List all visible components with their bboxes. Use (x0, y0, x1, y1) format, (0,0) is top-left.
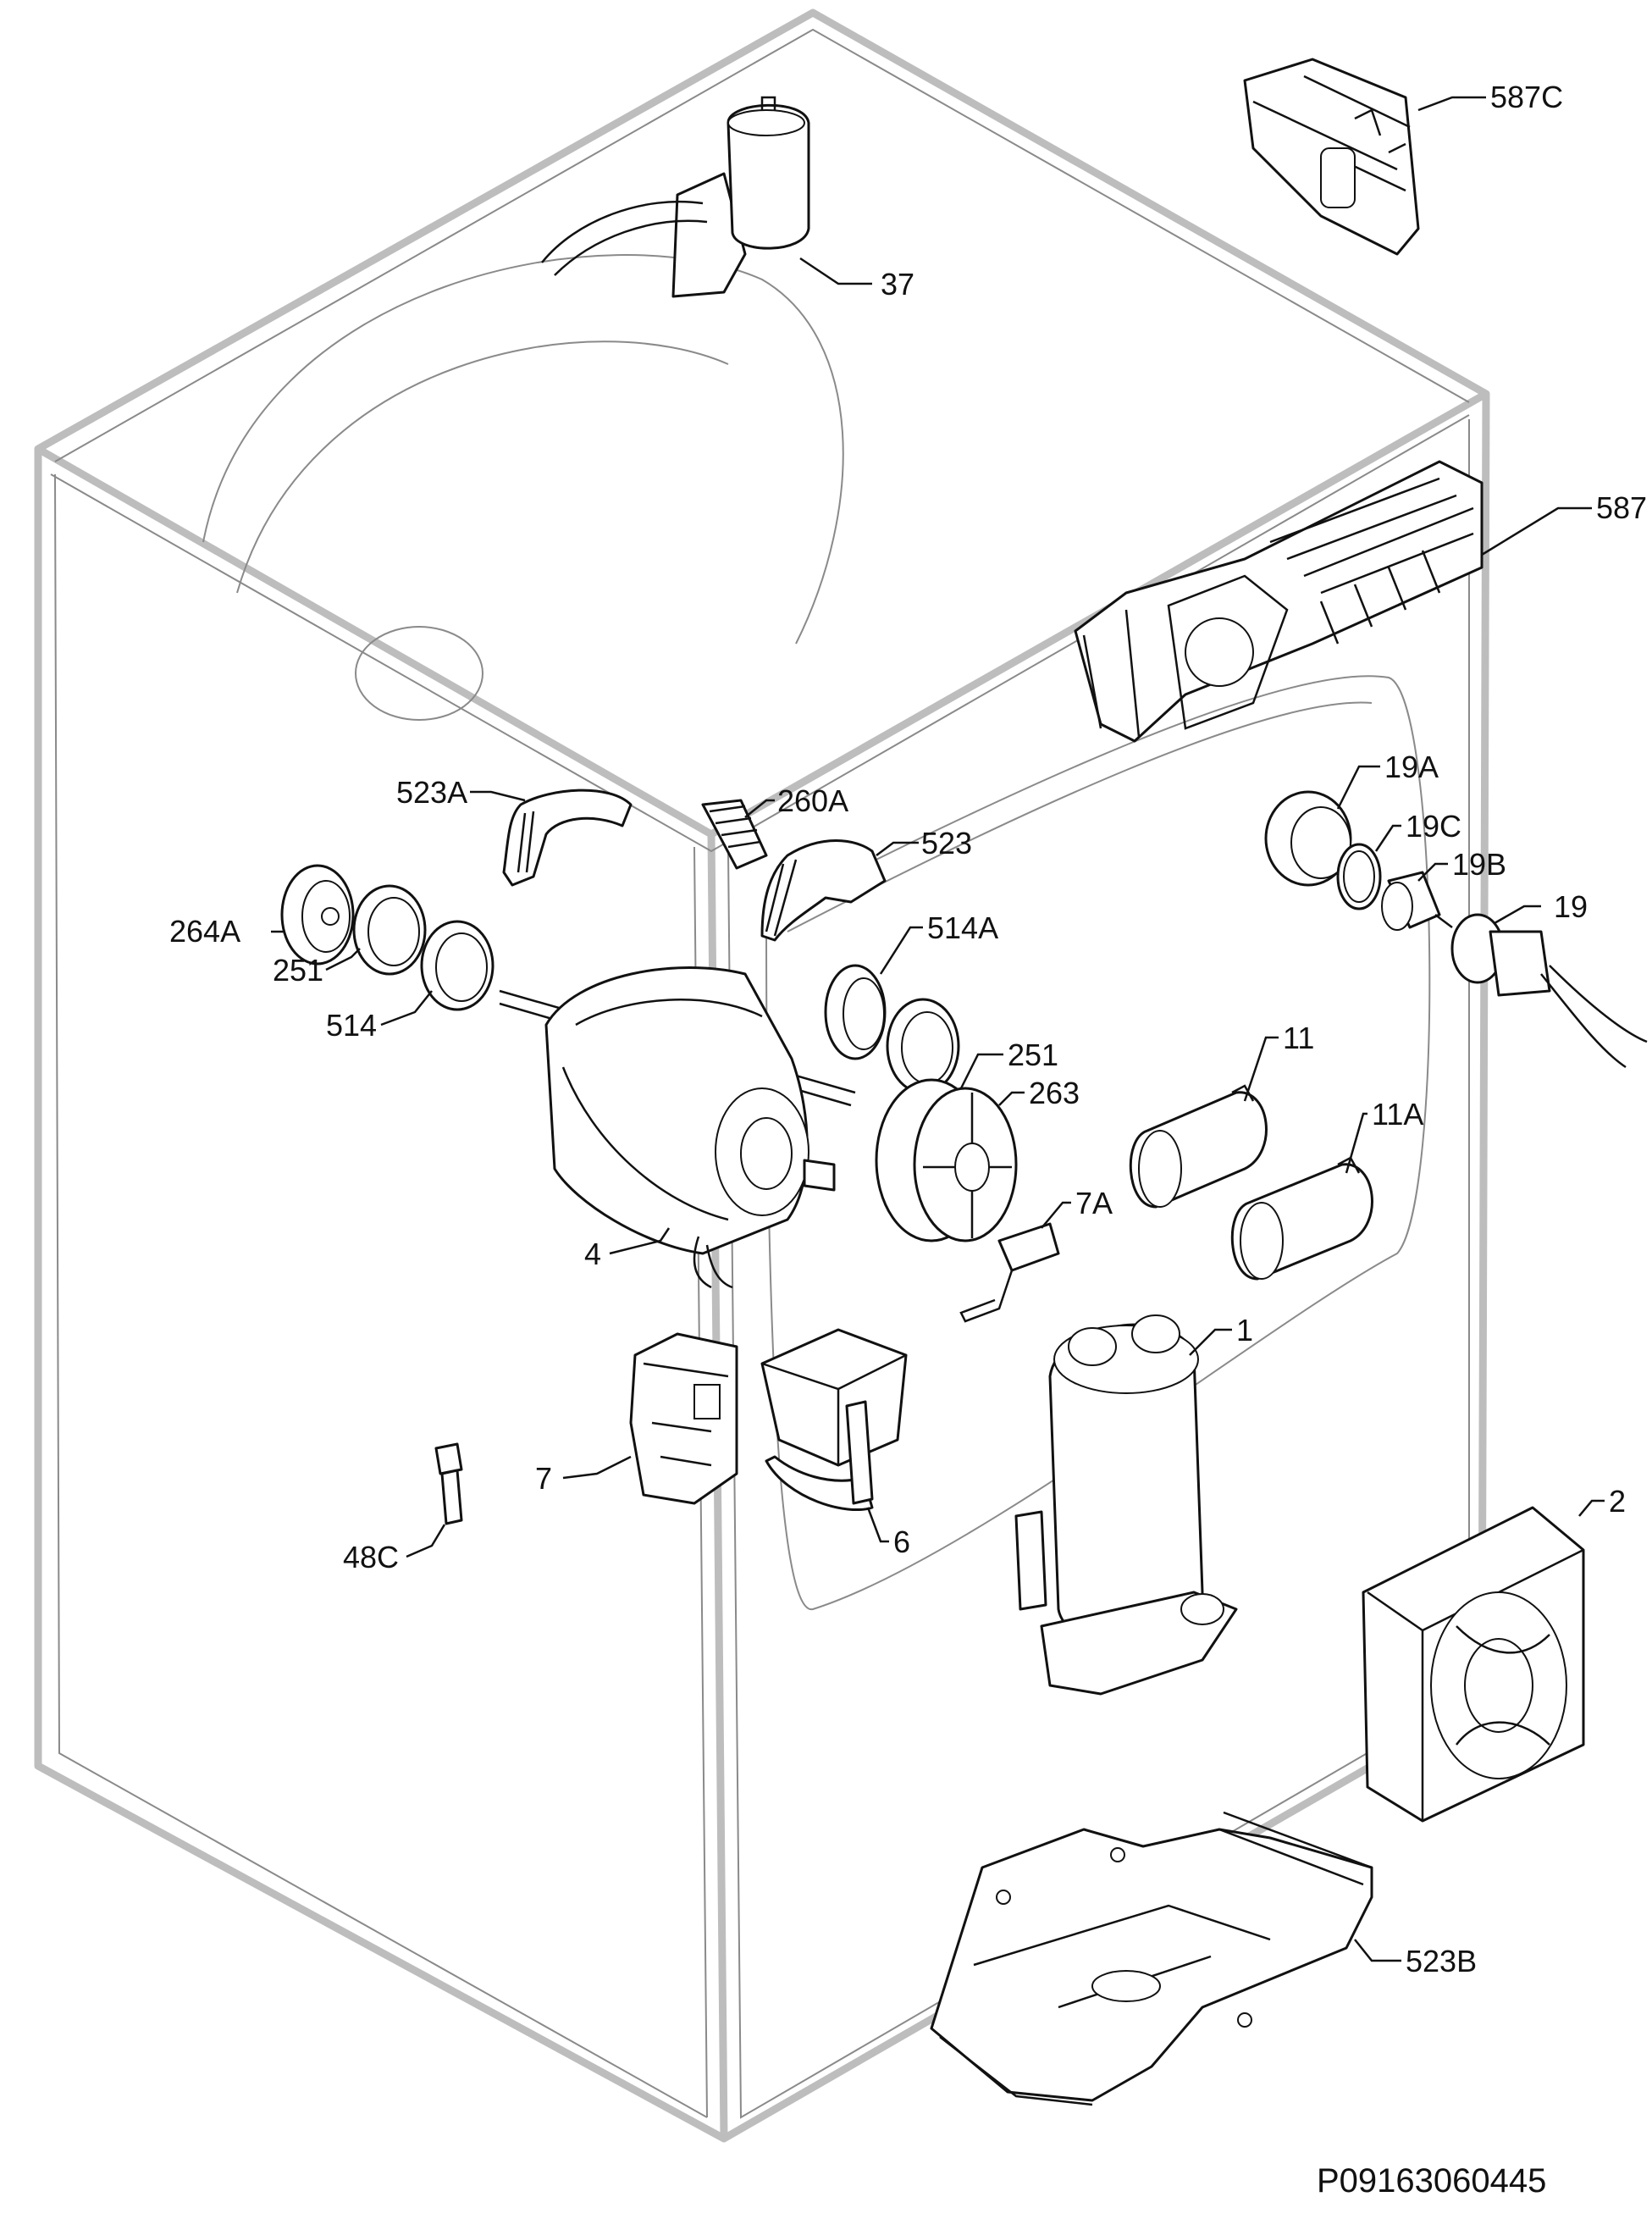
label-48C: 48C (343, 1540, 399, 1574)
label-264A: 264A (169, 914, 240, 949)
part-19B-shaft (1381, 871, 1453, 931)
part-523A-bracket (502, 789, 633, 887)
drawing-code: P09163060445 (1317, 2162, 1546, 2200)
part-263-fan-wheel (875, 1078, 1018, 1242)
part-19-rotary-switch (1450, 913, 1648, 1069)
label-4: 4 (584, 1237, 601, 1271)
label-19B: 19B (1452, 847, 1506, 882)
part-7-door-lock (629, 1332, 738, 1505)
part-514A-ring (824, 964, 887, 1060)
part-6-pump (760, 1328, 908, 1512)
label-523: 523 (921, 826, 972, 860)
label-587C: 587C (1490, 80, 1563, 114)
part-37-capacitor (541, 96, 810, 298)
part-11-capacitor (1129, 1084, 1268, 1209)
part-523B-base-plate (930, 1811, 1373, 2106)
label-251-right: 251 (1008, 1038, 1058, 1072)
label-7: 7 (535, 1461, 552, 1496)
label-260A: 260A (777, 783, 848, 818)
label-11A: 11A (1372, 1097, 1423, 1132)
part-523-bracket (760, 839, 887, 942)
part-11A-capacitor (1230, 1156, 1373, 1281)
label-1: 1 (1236, 1313, 1253, 1347)
part-labels: 587C 37 587 523A 260A 523 19A 19C 19B 19… (169, 80, 1647, 1978)
part-48C-sensor (434, 1442, 463, 1525)
label-251-left: 251 (273, 953, 323, 988)
label-7A: 7A (1075, 1186, 1113, 1220)
part-587C-electronic-module (1243, 58, 1420, 256)
label-19: 19 (1554, 889, 1588, 924)
part-260A-spring (701, 799, 768, 870)
part-514-ring (420, 920, 494, 1011)
label-523A: 523A (396, 775, 467, 810)
part-1-compressor (1014, 1314, 1238, 1696)
part-7A-microswitch (959, 1222, 1060, 1323)
label-19C: 19C (1406, 809, 1461, 844)
label-263: 263 (1029, 1076, 1080, 1110)
part-587-control-board (1074, 460, 1483, 743)
part-4-motor (499, 966, 856, 1289)
label-37: 37 (881, 267, 914, 302)
part-251-bearing-right (886, 998, 960, 1094)
label-6: 6 (893, 1525, 910, 1559)
leader-lines (271, 96, 1605, 1962)
label-514: 514 (326, 1008, 377, 1043)
label-19A: 19A (1384, 750, 1439, 784)
label-514A: 514A (927, 910, 998, 945)
label-2: 2 (1609, 1484, 1626, 1519)
label-11: 11 (1283, 1021, 1314, 1055)
label-523B: 523B (1406, 1944, 1477, 1978)
part-251-bearing-left (352, 884, 427, 976)
part-19C-o-ring (1336, 843, 1382, 910)
label-587: 587 (1596, 490, 1647, 525)
part-2-cooling-fan (1362, 1506, 1585, 1823)
part-264A-pulley (280, 864, 355, 966)
part-19A-knob-base (1264, 790, 1352, 887)
